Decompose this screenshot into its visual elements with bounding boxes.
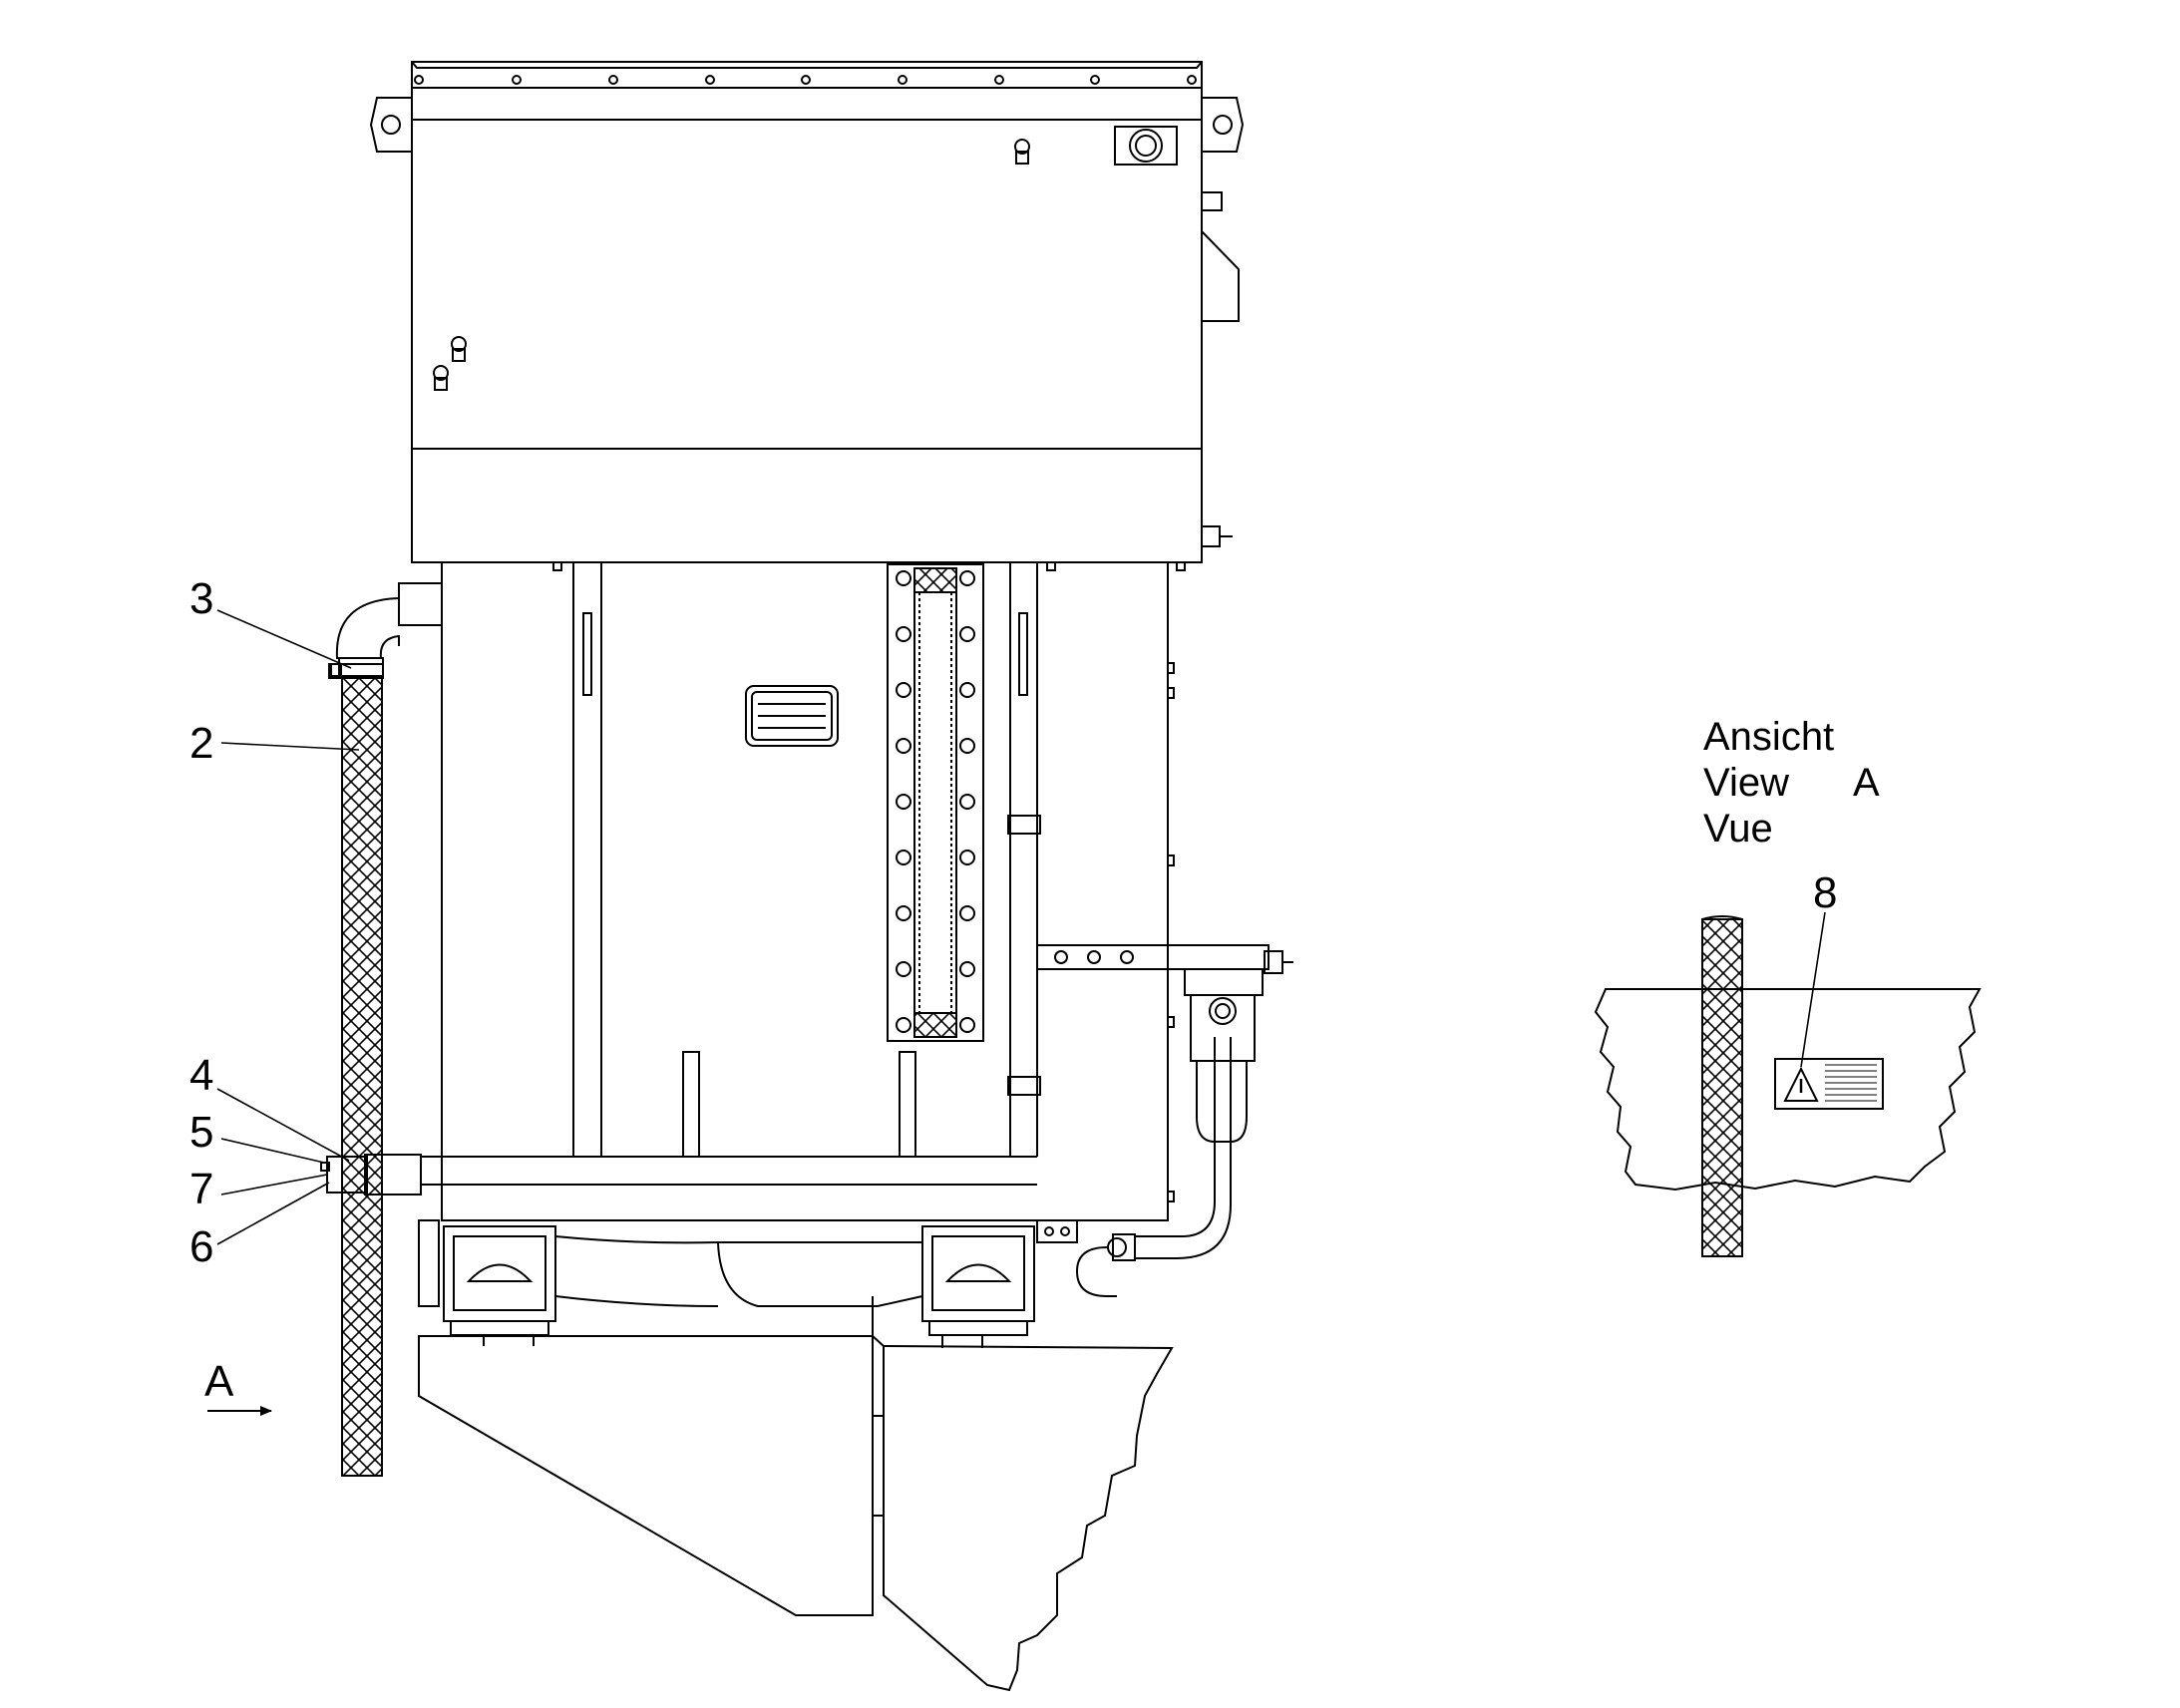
view-caption-letter: A — [1853, 761, 1880, 805]
callout-5: 5 — [189, 1108, 213, 1157]
lower-tank — [418, 1335, 1174, 1692]
filter-assembly — [1036, 944, 1293, 1297]
hose-assembly — [320, 582, 1037, 1477]
gauge-bolts — [896, 570, 975, 1033]
callout-7: 7 — [189, 1165, 213, 1213]
view-a-detail — [1594, 915, 1982, 1257]
callout-2: 2 — [189, 719, 213, 768]
warning-label — [1774, 1058, 1884, 1110]
callout-3: 3 — [189, 574, 213, 623]
control-cabinet — [369, 61, 1245, 571]
view-a-marker: A — [204, 1357, 234, 1406]
level-gauge — [887, 563, 984, 1042]
leader-lines — [216, 609, 1826, 1245]
callout-6: 6 — [189, 1222, 213, 1271]
cabinet-rivets — [414, 75, 1197, 85]
view-caption-line3: Vue — [1703, 807, 1773, 851]
view-caption-line2: View — [1703, 761, 1789, 805]
view-caption-line1: Ansicht — [1703, 715, 1834, 759]
callout-8: 8 — [1813, 868, 1837, 917]
main-housing — [441, 561, 1175, 1221]
base-frame — [418, 1219, 1037, 1348]
callout-4: 4 — [189, 1051, 213, 1100]
